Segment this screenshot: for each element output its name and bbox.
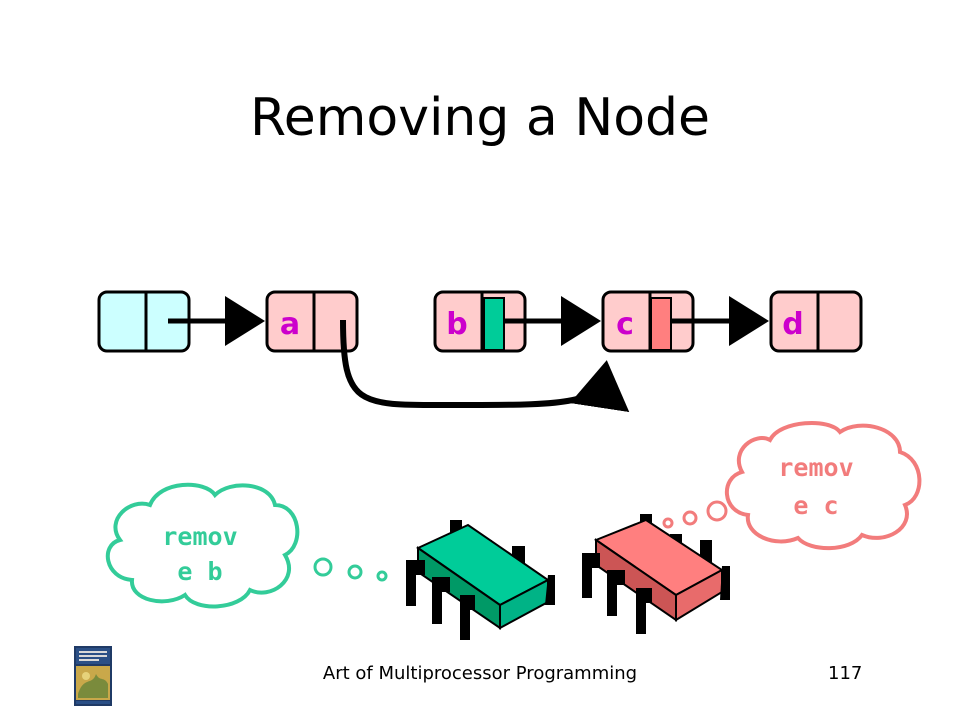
list-node-c: c	[601, 290, 695, 353]
list-node-d: d	[769, 290, 863, 353]
thought-text-line2: e c	[793, 491, 838, 520]
thought-text-line1: remov	[778, 453, 853, 482]
slide-title: Removing a Node	[249, 88, 711, 148]
page-number: 117	[828, 663, 863, 684]
list-node-a: a	[265, 290, 359, 353]
thought-text-line1: remov	[162, 522, 237, 551]
redirect-arrow-a-to-c	[340, 319, 630, 413]
footer-text: Art of Multiprocessor Programming	[322, 663, 638, 684]
thought-cloud-remove-b: remov e b	[105, 482, 388, 609]
node-label-c: c	[616, 307, 634, 342]
thought-cloud-remove-c: remov e c	[662, 421, 922, 551]
thought-text-line2: e b	[177, 557, 222, 586]
node-label-d: d	[782, 307, 803, 342]
processor-chip-icon	[406, 520, 555, 640]
processor-chip-icon	[582, 514, 730, 634]
node-label-b: b	[446, 307, 467, 342]
lock-green	[483, 297, 505, 351]
lock-red	[650, 297, 672, 351]
book-cover-icon	[74, 646, 112, 706]
node-label-a: a	[280, 307, 300, 342]
